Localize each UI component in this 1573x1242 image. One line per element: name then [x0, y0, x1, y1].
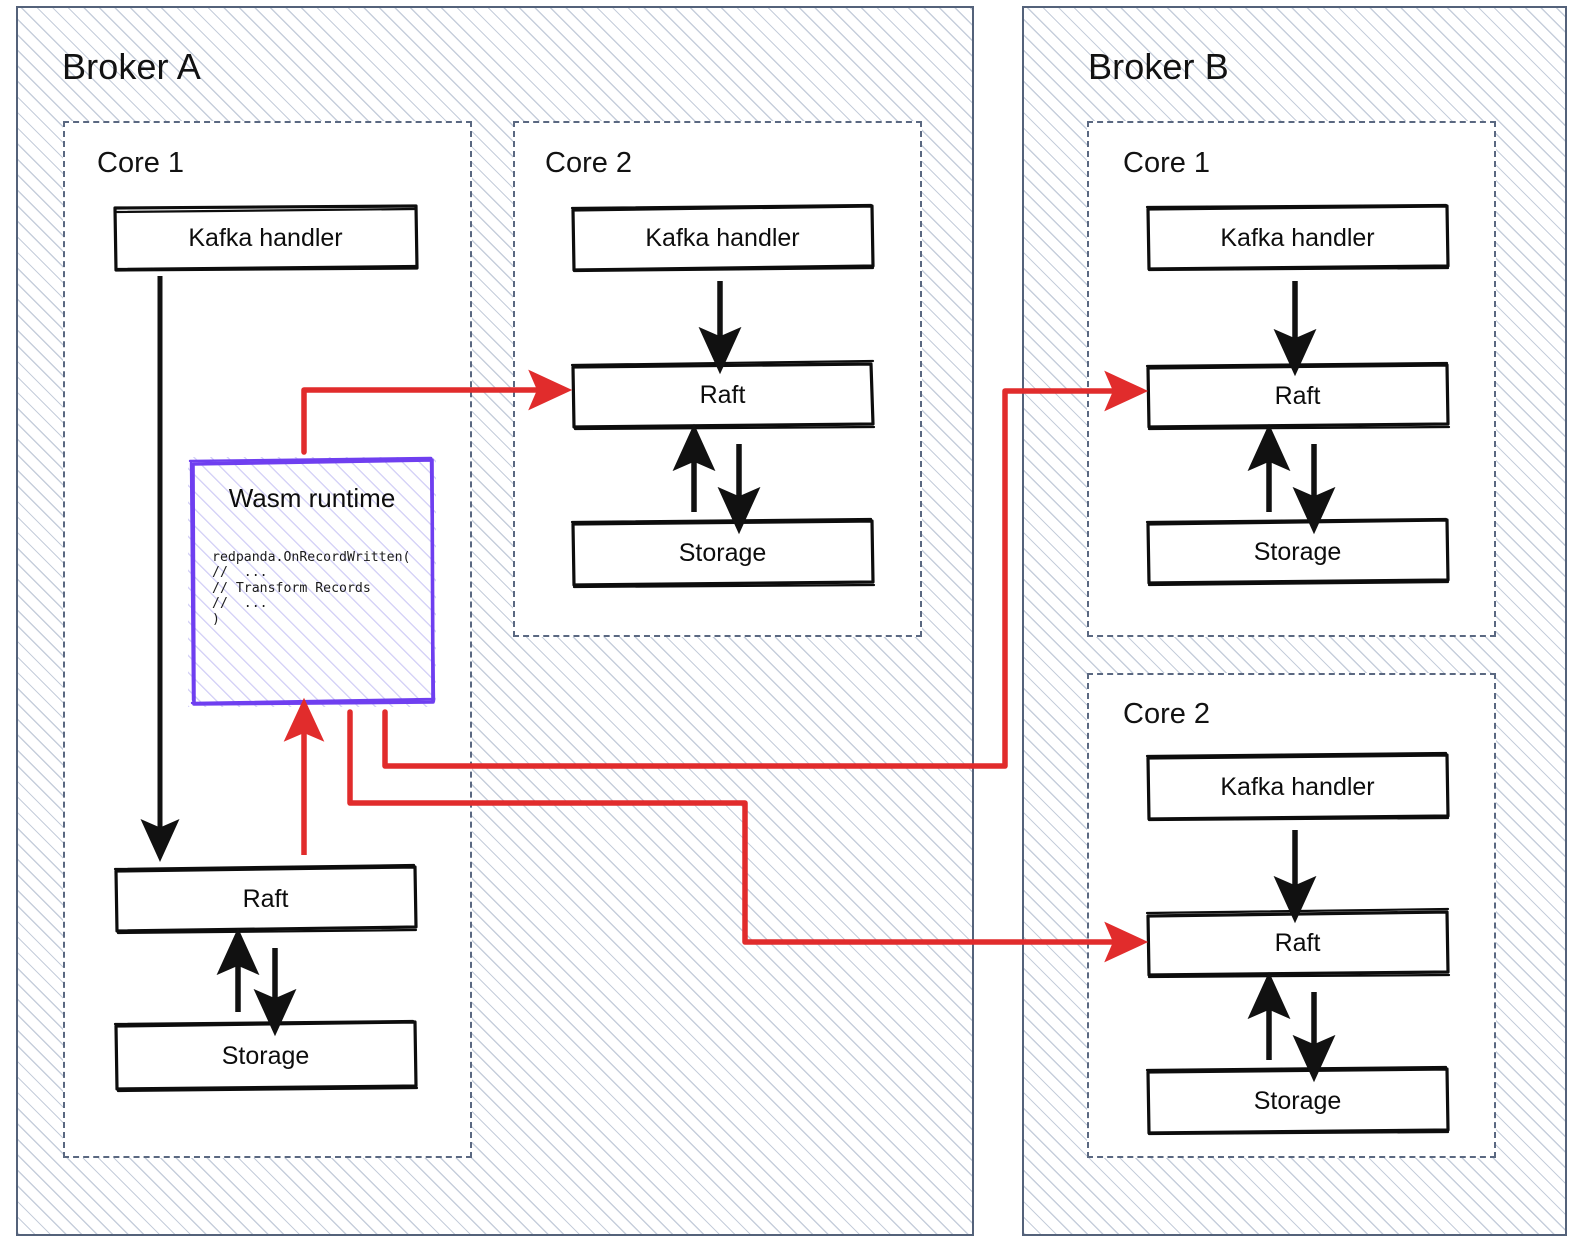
- box-storage-broker-a-core-1[interactable]: Storage: [113, 1019, 419, 1093]
- broker-a-title: Broker A: [62, 46, 201, 87]
- wasm-runtime-code: redpanda.OnRecordWritten( // ... // Tran…: [212, 550, 411, 627]
- box-raft-broker-a-core-2[interactable]: Raft: [570, 359, 876, 431]
- box-kafka-handler-broker-a-core-1[interactable]: Kafka handler: [113, 204, 419, 272]
- broker-b-title: Broker B: [1088, 46, 1229, 87]
- box-raft-broker-b-core-1[interactable]: Raft: [1145, 361, 1451, 431]
- box-storage-broker-b-core-2[interactable]: Storage: [1145, 1065, 1450, 1136]
- box-wasm-runtime[interactable]: Wasm runtime redpanda.OnRecordWritten( /…: [188, 456, 436, 707]
- broker-a-core-2-title: Core 2: [545, 147, 633, 179]
- box-storage-broker-a-core-2[interactable]: Storage: [570, 517, 876, 589]
- broker-b-core-1-title: Core 1: [1123, 147, 1211, 179]
- broker-a-core-1-title: Core 1: [97, 147, 185, 179]
- box-storage-broker-b-core-1[interactable]: Storage: [1145, 517, 1450, 587]
- box-raft-broker-a-core-1[interactable]: Raft: [113, 863, 418, 935]
- wasm-runtime-title: Wasm runtime: [228, 483, 396, 513]
- box-kafka-handler-broker-a-core-2[interactable]: Kafka handler: [570, 203, 875, 273]
- box-kafka-handler-broker-b-core-1[interactable]: Kafka handler: [1145, 203, 1450, 272]
- box-kafka-handler-broker-b-core-2[interactable]: Kafka handler: [1145, 751, 1450, 822]
- broker-b-core-2-title: Core 2: [1123, 698, 1211, 730]
- box-raft-broker-b-core-2[interactable]: Raft: [1145, 907, 1451, 979]
